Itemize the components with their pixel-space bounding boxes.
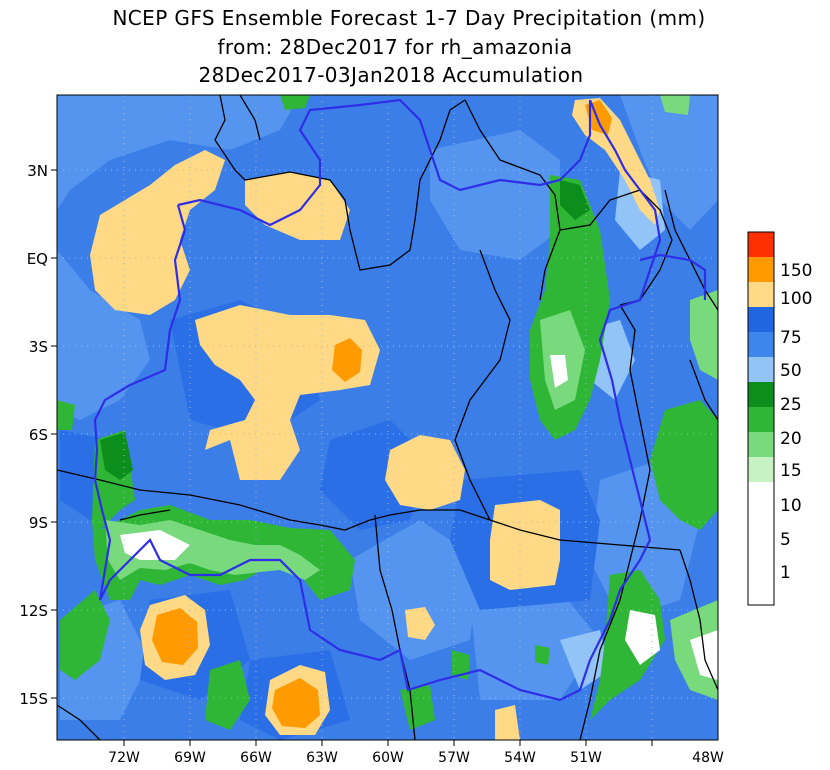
orange-zones bbox=[152, 100, 612, 728]
border-amapa-coast bbox=[559, 189, 673, 306]
legend-label-100: 100 bbox=[780, 289, 812, 309]
lon-axis: 72W 69W 66W 63W 60W 57W 54W 51W 48W bbox=[108, 740, 724, 766]
green-zone-s4 bbox=[535, 645, 550, 665]
state-line-tocantins bbox=[579, 304, 651, 740]
legend-swatch-75-100 bbox=[748, 282, 774, 307]
state-line-amazonas-para bbox=[454, 249, 511, 441]
light-zone-ne bbox=[620, 95, 718, 230]
border-peru-bolivia bbox=[57, 469, 346, 531]
legend-label-10: 10 bbox=[780, 496, 802, 516]
green-zone-far-east-upper bbox=[690, 290, 718, 380]
green-zone-s2 bbox=[400, 685, 435, 730]
coastline-east bbox=[689, 359, 718, 421]
lon-label-54w: 54W bbox=[504, 750, 536, 766]
yellow-zone-bottom bbox=[495, 705, 520, 740]
green-zone-s1 bbox=[205, 660, 250, 730]
lat-axis: 3N EQ 3S 6S 9S 12S 15S bbox=[19, 162, 57, 708]
yellow-zone-se bbox=[490, 500, 560, 590]
yellow-zone-small bbox=[405, 607, 435, 640]
legend-label-20: 20 bbox=[780, 429, 802, 449]
legend-label-15: 15 bbox=[780, 461, 802, 481]
basin-boundary-north bbox=[177, 98, 592, 227]
green-zone-east-top bbox=[560, 180, 590, 220]
legend-swatch-100-150 bbox=[748, 257, 774, 282]
basin-boundary bbox=[93, 99, 662, 702]
green-zone-top bbox=[280, 95, 310, 110]
national-borders bbox=[57, 95, 718, 740]
legend-swatch-5-10 bbox=[748, 432, 774, 457]
white-zone-southeast bbox=[625, 610, 660, 665]
legend-swatch-1-5 bbox=[748, 457, 774, 482]
border-colombia-north bbox=[239, 95, 261, 141]
border-venezuela-brazil bbox=[214, 95, 466, 271]
border-bolivia-brazil bbox=[374, 514, 416, 740]
yellow-zone-center-east bbox=[385, 435, 465, 510]
legend-swatch-15-20 bbox=[748, 382, 774, 407]
yellow-zone-central bbox=[195, 305, 380, 480]
lon-label-69w: 69W bbox=[174, 750, 206, 766]
lat-label-3s: 3S bbox=[29, 338, 48, 356]
state-line-east bbox=[679, 549, 718, 691]
legend-swatch-25-50 bbox=[748, 332, 774, 357]
lat-label-6s: 6S bbox=[29, 426, 48, 444]
light-zone-w bbox=[57, 250, 150, 420]
legend-swatch-below-1 bbox=[748, 482, 774, 605]
lon-label-48w: 48W bbox=[692, 750, 724, 766]
legend-label-25: 25 bbox=[780, 395, 802, 415]
legend-label-75: 75 bbox=[780, 328, 802, 348]
state-line-south bbox=[344, 509, 681, 551]
legend-label-1: 1 bbox=[780, 563, 791, 583]
yellow-zone-n bbox=[245, 172, 350, 240]
yellow-zone-nw bbox=[90, 150, 225, 315]
border-guyana-suriname bbox=[464, 99, 561, 301]
lat-label-9s: 9S bbox=[29, 514, 48, 532]
state-line-para bbox=[454, 439, 491, 521]
border-sw-corner bbox=[57, 704, 101, 740]
orange-zone-s bbox=[272, 678, 320, 728]
lat-label-3n: 3N bbox=[27, 162, 48, 180]
lon-label-57w: 57W bbox=[438, 750, 470, 766]
green-zone-sw bbox=[60, 590, 110, 680]
basin-branch-east bbox=[639, 253, 707, 300]
green-zone-southeast bbox=[590, 570, 665, 720]
legend-swatch-20-25 bbox=[748, 357, 774, 382]
precip-legend: 150 100 75 50 25 20 15 10 5 1 bbox=[747, 231, 812, 606]
map-title-line-1: NCEP GFS Ensemble Forecast 1-7 Day Preci… bbox=[112, 6, 706, 30]
lon-label-72w: 72W bbox=[108, 750, 140, 766]
legend-swatch-50-75 bbox=[748, 307, 774, 332]
legend-label-50: 50 bbox=[780, 361, 802, 381]
green-zone-west-edge bbox=[57, 400, 75, 430]
legend-label-150: 150 bbox=[780, 261, 812, 281]
lon-label-66w: 66W bbox=[240, 750, 272, 766]
yellow-zones bbox=[90, 98, 660, 740]
map-title-line-2: from: 28Dec2017 for rh_amazonia bbox=[217, 35, 573, 59]
precip-field bbox=[57, 95, 718, 740]
border-acre bbox=[119, 509, 171, 521]
light-zone-nw bbox=[57, 95, 300, 210]
legend-swatch-10-15 bbox=[748, 407, 774, 432]
graticule bbox=[57, 95, 718, 740]
lon-label-63w: 63W bbox=[306, 750, 338, 766]
legend-frame bbox=[747, 231, 775, 606]
legend-label-5: 5 bbox=[780, 530, 791, 550]
green-zone-far-east bbox=[650, 400, 718, 530]
lon-label-60w: 60W bbox=[372, 750, 404, 766]
light-zone-s bbox=[350, 520, 480, 660]
map-title-line-3: 28Dec2017-03Jan2018 Accumulation bbox=[198, 63, 584, 87]
lat-label-eq: EQ bbox=[27, 250, 48, 268]
lon-label-51w: 51W bbox=[570, 750, 602, 766]
legend-swatch-above-150 bbox=[748, 232, 774, 257]
green-zone-ne-edge bbox=[660, 95, 690, 115]
white-zone-east-strip bbox=[550, 355, 568, 388]
orange-zone-sw bbox=[152, 608, 198, 665]
green-zone-west-dark bbox=[100, 432, 133, 480]
orange-zone-central bbox=[332, 338, 362, 382]
orange-zone-ne bbox=[585, 100, 612, 135]
lat-label-15s: 15S bbox=[19, 690, 48, 708]
lat-label-12s: 12S bbox=[19, 602, 48, 620]
basin-outline bbox=[93, 98, 707, 702]
light-zone-n bbox=[430, 130, 560, 260]
